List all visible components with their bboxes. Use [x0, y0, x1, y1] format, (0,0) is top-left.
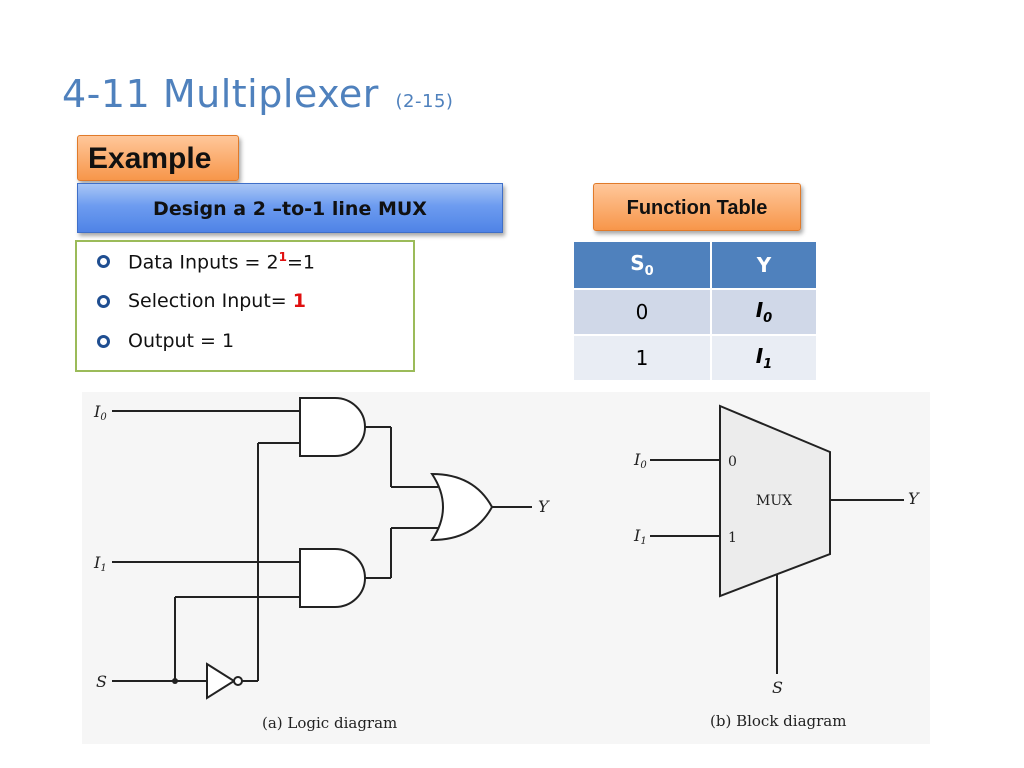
cell-s: 0: [574, 288, 712, 335]
function-table-title: Function Table: [593, 183, 801, 231]
exponent: 1: [278, 250, 287, 264]
table-row: 0 I0: [574, 288, 819, 335]
logic-diagram: [112, 397, 532, 700]
example-label: Example: [77, 135, 239, 181]
bullet-output: Output = 1: [97, 330, 413, 370]
block-input-1: 1: [728, 530, 737, 546]
block-input-0: 0: [728, 454, 737, 470]
slide-title-ref: (2-15): [395, 91, 454, 112]
table-row: 1 I1: [574, 334, 819, 380]
bullet-data-inputs: Data Inputs = 21=1: [97, 250, 413, 290]
bullet-text: Data Inputs = 21=1: [128, 250, 315, 274]
function-table: S0 Y 0 I0 1 I1: [574, 242, 819, 380]
slide-title-text: 4-11 Multiplexer: [62, 72, 379, 116]
cell-y: I1: [710, 334, 819, 380]
block-label-s: S: [772, 678, 783, 697]
cell-y: I0: [710, 288, 819, 335]
bullet-icon: [97, 295, 110, 308]
block-diagram: [650, 404, 904, 674]
block-mux-label: MUX: [756, 493, 792, 509]
block-label-i0: I0: [633, 450, 647, 471]
design-task-box: Design a 2 –to-1 line MUX: [77, 183, 503, 233]
bullet-icon: [97, 335, 110, 348]
bullet-text: Output = 1: [128, 330, 235, 352]
logic-label-s: S: [96, 672, 107, 691]
table-header-row: S0 Y: [574, 242, 819, 289]
logic-label-i1: I1: [93, 553, 107, 574]
logic-label-i0: I0: [93, 402, 107, 423]
bullet-text: Selection Input= 1: [128, 290, 306, 312]
junction-dot: [172, 678, 178, 684]
mux-figure: I0 I1 S Y (a) Logic diagram I0 I1 0 1 MU…: [82, 392, 930, 744]
logic-label-y: Y: [538, 497, 550, 516]
bullet-icon: [97, 255, 110, 268]
bullet-selection-input: Selection Input= 1: [97, 290, 413, 330]
bullet-list-box: Data Inputs = 21=1 Selection Input= 1 Ou…: [75, 240, 415, 372]
block-diagram-caption: (b) Block diagram: [710, 712, 846, 730]
header-y: Y: [710, 242, 819, 289]
slide-title: 4-11 Multiplexer (2-15): [62, 72, 453, 116]
selection-value: 1: [292, 290, 306, 312]
cell-s: 1: [574, 334, 712, 380]
block-label-i1: I1: [633, 526, 647, 547]
block-label-y: Y: [908, 489, 920, 508]
header-s0: S0: [574, 242, 712, 289]
logic-diagram-caption: (a) Logic diagram: [262, 714, 397, 732]
